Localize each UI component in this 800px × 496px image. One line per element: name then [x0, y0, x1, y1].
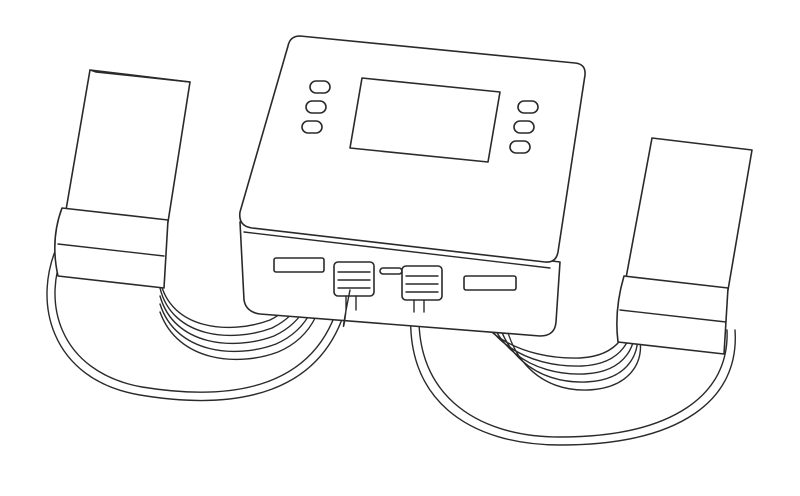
- left-xt-connector: [333, 261, 375, 327]
- button-icon[interactable]: [509, 140, 531, 154]
- display-screen: [349, 77, 501, 163]
- right-xt-connector: [401, 265, 443, 313]
- usb-port: [379, 267, 403, 275]
- left-buttons: [301, 80, 331, 134]
- button-icon[interactable]: [301, 120, 323, 134]
- right-buttons: [509, 100, 539, 154]
- left-cable-loop: [46, 239, 351, 402]
- button-icon[interactable]: [517, 100, 539, 114]
- button-icon[interactable]: [513, 120, 535, 134]
- left-battery: [54, 69, 191, 289]
- left-battery-strap: [54, 207, 169, 289]
- right-cable-loop: [410, 299, 736, 446]
- right-battery: [616, 137, 753, 355]
- button-icon[interactable]: [309, 80, 331, 94]
- charger-body: [238, 35, 586, 337]
- button-icon[interactable]: [305, 100, 327, 114]
- right-battery-strap: [616, 275, 729, 355]
- right-balance-port: [463, 275, 517, 291]
- charger-front-face: [239, 221, 561, 337]
- left-balance-port: [273, 257, 325, 273]
